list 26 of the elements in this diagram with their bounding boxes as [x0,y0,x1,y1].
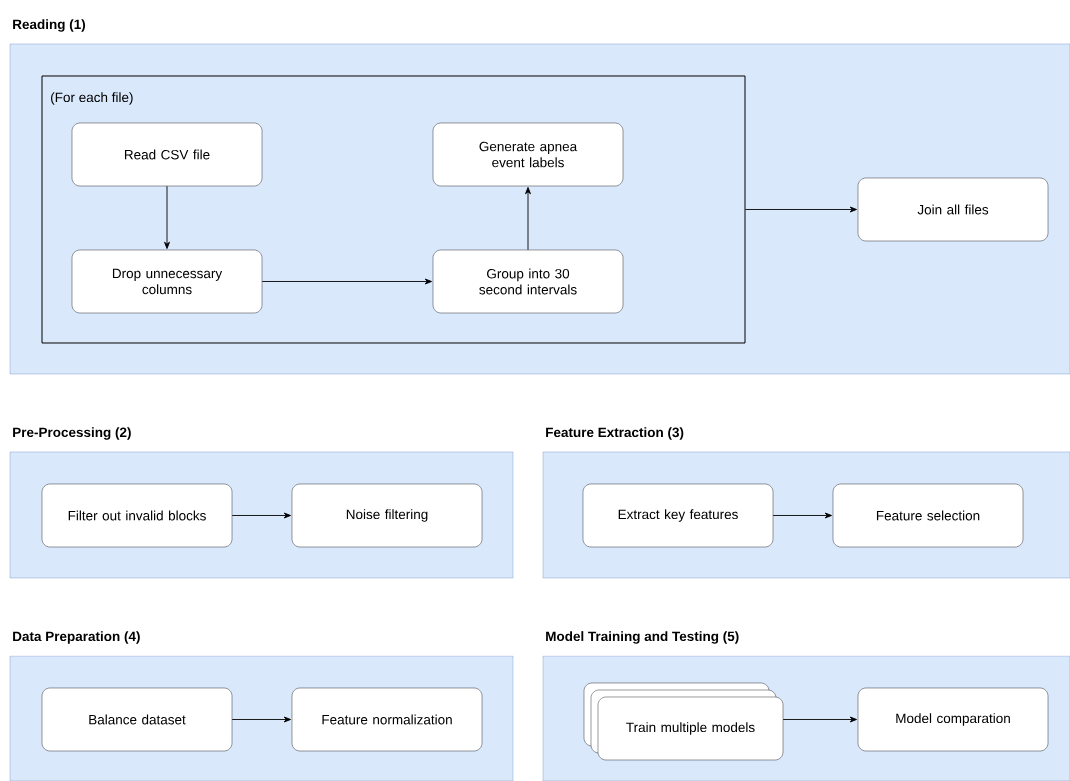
arrow [772,512,832,519]
process-box: Balance dataset [41,687,233,752]
node-label: Model Training and Testing (5) [546,631,739,644]
process-box: Read CSV file [71,122,263,187]
process-box: Model comparation [857,687,1049,752]
arrow [745,206,858,213]
stacked-process-box: Train multiple models [583,682,784,761]
process-box: Extract key features [582,483,774,548]
process-box: Feature selection [832,483,1024,548]
arrow [231,512,291,519]
process-box: Join all files [857,177,1049,242]
node-label: Feature Extraction (3) [546,427,684,440]
process-box: Drop unnecessary columns [71,249,263,314]
node-label: Pre-Processing (2) [13,427,131,440]
process-box: Filter out invalid blocks [41,483,233,548]
process-box: Group into 30 second intervals [432,249,624,314]
process-box: Noise filtering [291,483,483,548]
arrow [261,278,432,285]
process-box: Feature normalization [291,687,483,752]
arrow [782,716,858,723]
arrow [164,185,170,249]
node-label: Reading (1) [13,19,86,32]
node-label: Data Preparation (4) [13,631,140,644]
arrow [231,716,291,723]
process-box: Generate apnea event labels [432,122,624,187]
arrow [525,187,531,251]
